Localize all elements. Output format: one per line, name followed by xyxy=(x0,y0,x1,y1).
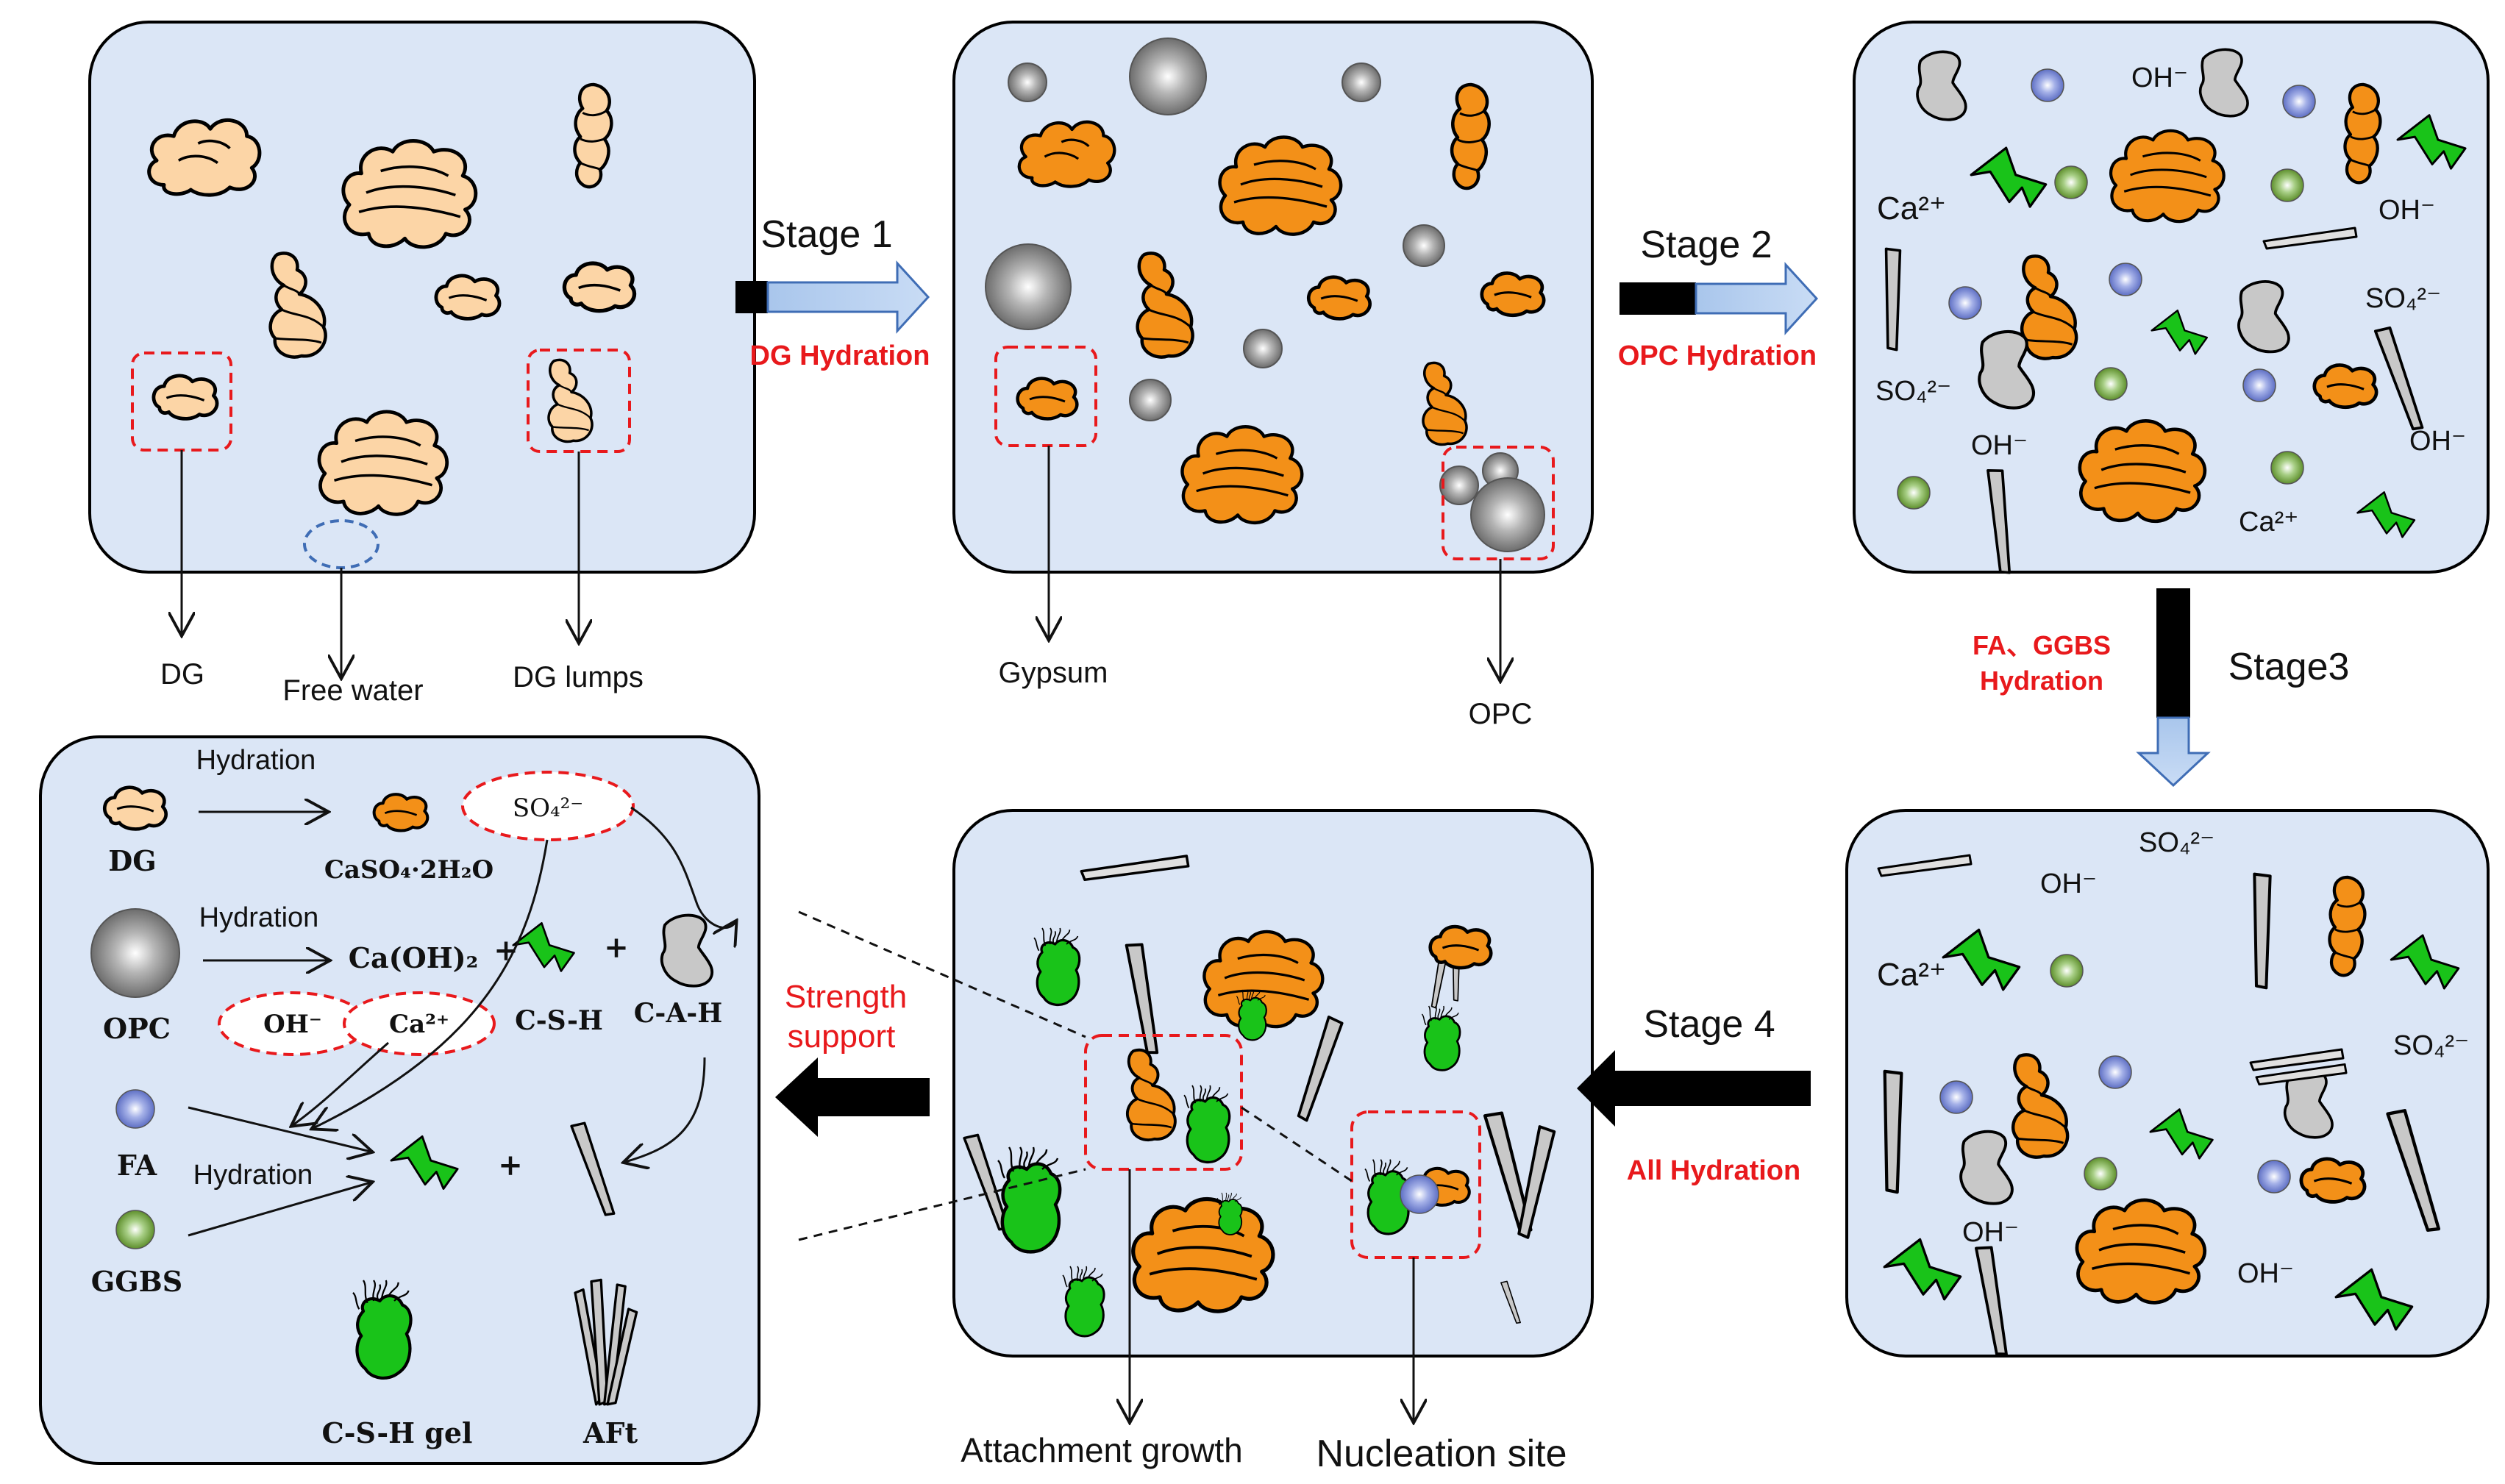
panel4-ions xyxy=(1939,954,2291,1194)
legend-csh-gel-label: C-S-H gel xyxy=(322,1416,473,1449)
legend-hydration-label: Hydration xyxy=(199,902,319,933)
ion-oh: OH⁻ xyxy=(2378,195,2435,226)
dg-lumps-highlight-box xyxy=(527,349,631,453)
legend-cah-label: C-A-H xyxy=(634,998,722,1029)
legend-so4-ellipse xyxy=(461,771,635,841)
legend-ggbs-label: GGBS xyxy=(91,1265,182,1298)
legend-caoh2-label: Ca(OH)₂ xyxy=(349,941,478,974)
stage3-arrow xyxy=(2136,588,2211,788)
legend-opc-label: OPC xyxy=(103,1012,171,1045)
panel-stage4-result xyxy=(952,809,1594,1358)
stage3-process: Hydration xyxy=(1980,666,2103,696)
stage1-process: DG Hydration xyxy=(750,340,930,371)
ion-oh: OH⁻ xyxy=(2237,1258,2294,1289)
dg-lumps-label: DG lumps xyxy=(513,661,644,693)
ion-oh: OH⁻ xyxy=(1962,1217,2019,1248)
legend-csh-label: C-S-H xyxy=(515,1005,603,1036)
ion-oh: OH⁻ xyxy=(1971,430,2028,461)
stage2-process: OPC Hydration xyxy=(1618,340,1817,371)
legend-ca-ellipse xyxy=(343,991,496,1056)
fa-nucleus xyxy=(1400,1174,1439,1214)
zoom-lines xyxy=(798,910,1353,1241)
strength-arrow xyxy=(775,1057,930,1137)
opc-highlight-box xyxy=(1442,446,1555,560)
ion-oh: OH⁻ xyxy=(2040,868,2097,899)
strength-label: Strength xyxy=(785,979,907,1015)
legend-arrow xyxy=(188,1182,371,1237)
ion-oh: OH⁻ xyxy=(2409,426,2466,457)
stage3-process: FA、GGBS xyxy=(1973,630,2111,660)
ion-ca: Ca²⁺ xyxy=(1877,190,1946,226)
free-water-label: Free water xyxy=(282,674,423,707)
nucleation-site-label: Nucleation site xyxy=(1316,1433,1567,1475)
panel-stage2-result xyxy=(1853,21,2490,574)
ion-oh: OH⁻ xyxy=(2131,63,2188,93)
legend-dg-label: DG xyxy=(108,844,156,877)
panel3-ions xyxy=(1897,68,2316,510)
legend-fa-sphere xyxy=(115,1089,155,1129)
stage3-label: Stage3 xyxy=(2228,646,2350,688)
stage4-arrow xyxy=(1577,1050,1811,1127)
attachment-growth-label: Attachment growth xyxy=(961,1431,1243,1469)
legend-hydration-label: Hydration xyxy=(193,1160,313,1191)
legend-aft-label: AFt xyxy=(582,1416,638,1449)
legend-ggbs-sphere xyxy=(115,1210,155,1249)
dg-label: DG xyxy=(160,658,204,691)
stage2-arrow xyxy=(1619,262,1819,335)
legend-oh-label: OH⁻ xyxy=(263,1010,322,1039)
ion-so4: SO₄²⁻ xyxy=(2365,283,2441,314)
legend-fa-label: FA xyxy=(117,1149,157,1182)
gypsum-label: Gypsum xyxy=(999,657,1108,689)
panel-stage3-result xyxy=(1845,809,2490,1358)
ion-so4: SO₄²⁻ xyxy=(1875,376,1951,407)
strength-label: support xyxy=(788,1019,896,1055)
legend-opc-sphere xyxy=(90,908,180,998)
legend-hydration-label: Hydration xyxy=(196,745,316,776)
legend-ca-label: Ca²⁺ xyxy=(389,1010,449,1039)
stage1-label: Stage 1 xyxy=(760,213,892,256)
ion-so4: SO₄²⁻ xyxy=(2393,1030,2469,1061)
gypsum-highlight-box xyxy=(994,346,1097,447)
opc-label: OPC xyxy=(1469,698,1533,730)
attachment-growth-box xyxy=(1084,1034,1243,1171)
legend-caso4-label: CaSO₄·2H₂O xyxy=(324,855,493,885)
opc-spheres xyxy=(985,38,1545,552)
ion-so4: SO₄²⁻ xyxy=(2139,827,2214,858)
legend-plus: + xyxy=(498,1148,523,1182)
ion-ca: Ca²⁺ xyxy=(2239,507,2298,538)
legend-plus: + xyxy=(604,930,629,965)
panel-legend xyxy=(39,735,760,1465)
nucleation-site-box xyxy=(1350,1110,1481,1259)
stage4-process: All Hydration xyxy=(1627,1155,1800,1186)
mechanism-curves xyxy=(293,806,735,1162)
legend-so4-label: SO₄²⁻ xyxy=(513,793,583,823)
ion-ca: Ca²⁺ xyxy=(1877,957,1946,993)
stage4-label: Stage 4 xyxy=(1643,1003,1775,1046)
stage1-arrow xyxy=(735,260,930,334)
stage2-label: Stage 2 xyxy=(1640,224,1772,266)
legend-arrow xyxy=(188,1106,371,1152)
